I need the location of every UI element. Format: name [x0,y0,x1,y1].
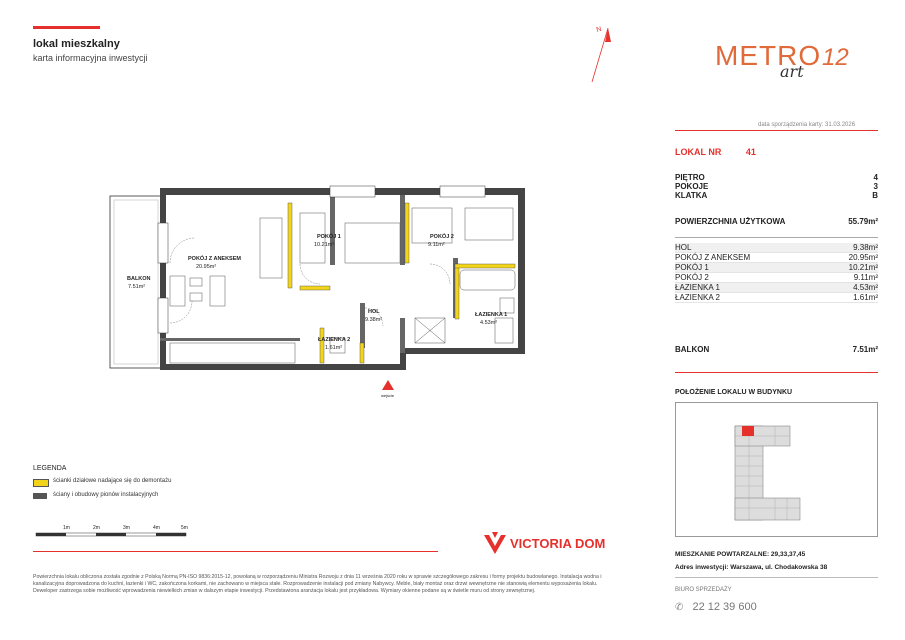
klatka-label: KLATKA [675,191,708,200]
lokal-label: LOKAL NR [675,147,722,157]
phone-number[interactable]: 22 12 39 600 [692,601,757,613]
room-area-aneks: 20.95m² [196,264,216,270]
balcony-area [109,195,163,369]
pokoje-value: 3 [873,182,878,191]
room-label-laz2: ŁAZIENKA 2 [318,337,350,343]
room-name: ŁAZIENKA 1 [675,283,720,292]
room-row: POKÓJ 1 10.21m² [675,263,878,273]
scale-3m: 3m [123,525,130,531]
header-accent-bar [33,26,100,29]
footer-divider [33,551,438,552]
legend-item-installation: ściany i obudowy pionów instalacyjnych [53,492,159,498]
room-area-pokoj2: 9.11m² [428,242,445,248]
room-area-laz2: 1.61m² [325,345,342,351]
creation-date: data sporządzenia karty: 31.03.2026 [758,122,856,128]
divider-accent [675,372,878,373]
room-name: POKÓJ 2 [675,273,709,282]
balkon-row: BALKON 7.51m² [675,345,878,354]
north-arrow-icon: N [591,26,611,83]
room-row: POKÓJ 2 9.11m² [675,273,878,283]
room-label-balkon: BALKON [127,276,151,282]
scale-1m: 1m [63,525,70,531]
room-area: 9.38m² [853,243,878,252]
room-area-balkon: 7.51m² [128,284,145,290]
pietro-value: 4 [873,173,878,182]
pokoje-row: POKOJE 3 [675,182,878,191]
pietro-row: PIĘTRO 4 [675,173,878,182]
legend-swatch-demountable [33,479,49,487]
room-label-pokoj2: POKÓJ 2 [430,232,454,240]
position-title: POŁOŻENIE LOKALU W BUDYNKU [675,389,793,396]
room-label-laz1: ŁAZIENKA 1 [475,312,507,318]
room-name: HOL [675,243,692,252]
svg-text:N: N [596,26,603,34]
brand-logo-number: 12 [822,44,849,71]
area-value: 55.79m² [848,217,878,226]
room-label-pokoj1: POKÓJ 1 [317,232,341,240]
room-row: POKÓJ Z ANEKSEM 20.95m² [675,253,878,263]
room-area-laz1: 4.53m² [480,320,497,326]
divider [675,577,878,578]
address-text: Adres inwestycji: Warszawa, ul. Chodakow… [675,564,828,571]
divider [675,237,878,238]
legend-swatch-installation [33,493,47,499]
room-name: ŁAZIENKA 2 [675,293,720,302]
room-area: 9.11m² [853,273,878,282]
room-area: 1.61m² [853,293,878,302]
room-name: POKÓJ Z ANEKSEM [675,253,751,262]
room-area-hol: 9.38m² [365,317,382,323]
room-area: 20.95m² [848,253,878,262]
entrance-arrow-icon [382,380,394,390]
floor-plan: POKÓJ Z ANEKSEM 20.95m² POKÓJ 1 10.21m² … [109,185,525,398]
scale-bar: 1m 2m 3m 4m 5m [35,525,188,537]
scale-5m: 5m [181,525,188,531]
pokoje-label: POKOJE [675,182,709,191]
area-label: POWIERZCHNIA UŻYTKOWA [675,217,786,226]
brand-logo-metro: METRO [715,40,822,71]
page-title: lokal mieszkalny [33,38,120,50]
pietro-label: PIĘTRO [675,173,705,182]
legend-title: LEGENDA [33,465,67,472]
room-area: 10.21m² [848,263,878,272]
room-area: 4.53m² [853,283,878,292]
developer-logo: VICTORIA DOM [484,532,605,554]
phone-icon: ✆ [675,602,684,613]
room-row: ŁAZIENKA 1 4.53m² [675,283,878,293]
victoria-dom-icon [484,532,506,554]
lokal-number: 41 [745,147,756,157]
page-subtitle: karta informacyjna inwestycji [33,53,148,63]
scale-2m: 2m [93,525,100,531]
entrance-label: wejście [381,393,395,398]
lokal-number-row: LOKAL NR 41 [675,147,756,157]
room-name: POKÓJ 1 [675,263,709,272]
powtarzalne-text: MIESZKANIE POWTARZALNE: 29,33,37,45 [675,551,806,558]
building-key-plan [675,402,878,537]
phone-row[interactable]: ✆ 22 12 39 600 [675,601,757,613]
legend-item-demountable: ścianki działowe nadające się do demonta… [53,478,172,484]
right-accent-bar [675,130,878,131]
klatka-row: KLATKA B [675,191,878,200]
room-label-hol: HOL [368,309,380,315]
room-area-pokoj1: 10.21m² [314,242,334,248]
balkon-label: BALKON [675,345,710,354]
brand-logo-art: art [780,62,804,81]
balkon-value: 7.51m² [852,345,878,354]
apartment-location-marker [742,426,754,436]
room-row: ŁAZIENKA 2 1.61m² [675,293,878,303]
klatka-value: B [872,191,878,200]
scale-4m: 4m [153,525,160,531]
room-row: HOL 9.38m² [675,243,878,253]
disclaimer-text: Powierzchnia lokalu obliczona została zg… [33,574,602,594]
sales-office-label: BIURO SPRZEDAŻY [675,587,732,593]
area-row: POWIERZCHNIA UŻYTKOWA 55.79m² [675,217,878,226]
room-label-aneks: POKÓJ Z ANEKSEM [188,254,241,262]
developer-name: VICTORIA DOM [510,535,606,551]
